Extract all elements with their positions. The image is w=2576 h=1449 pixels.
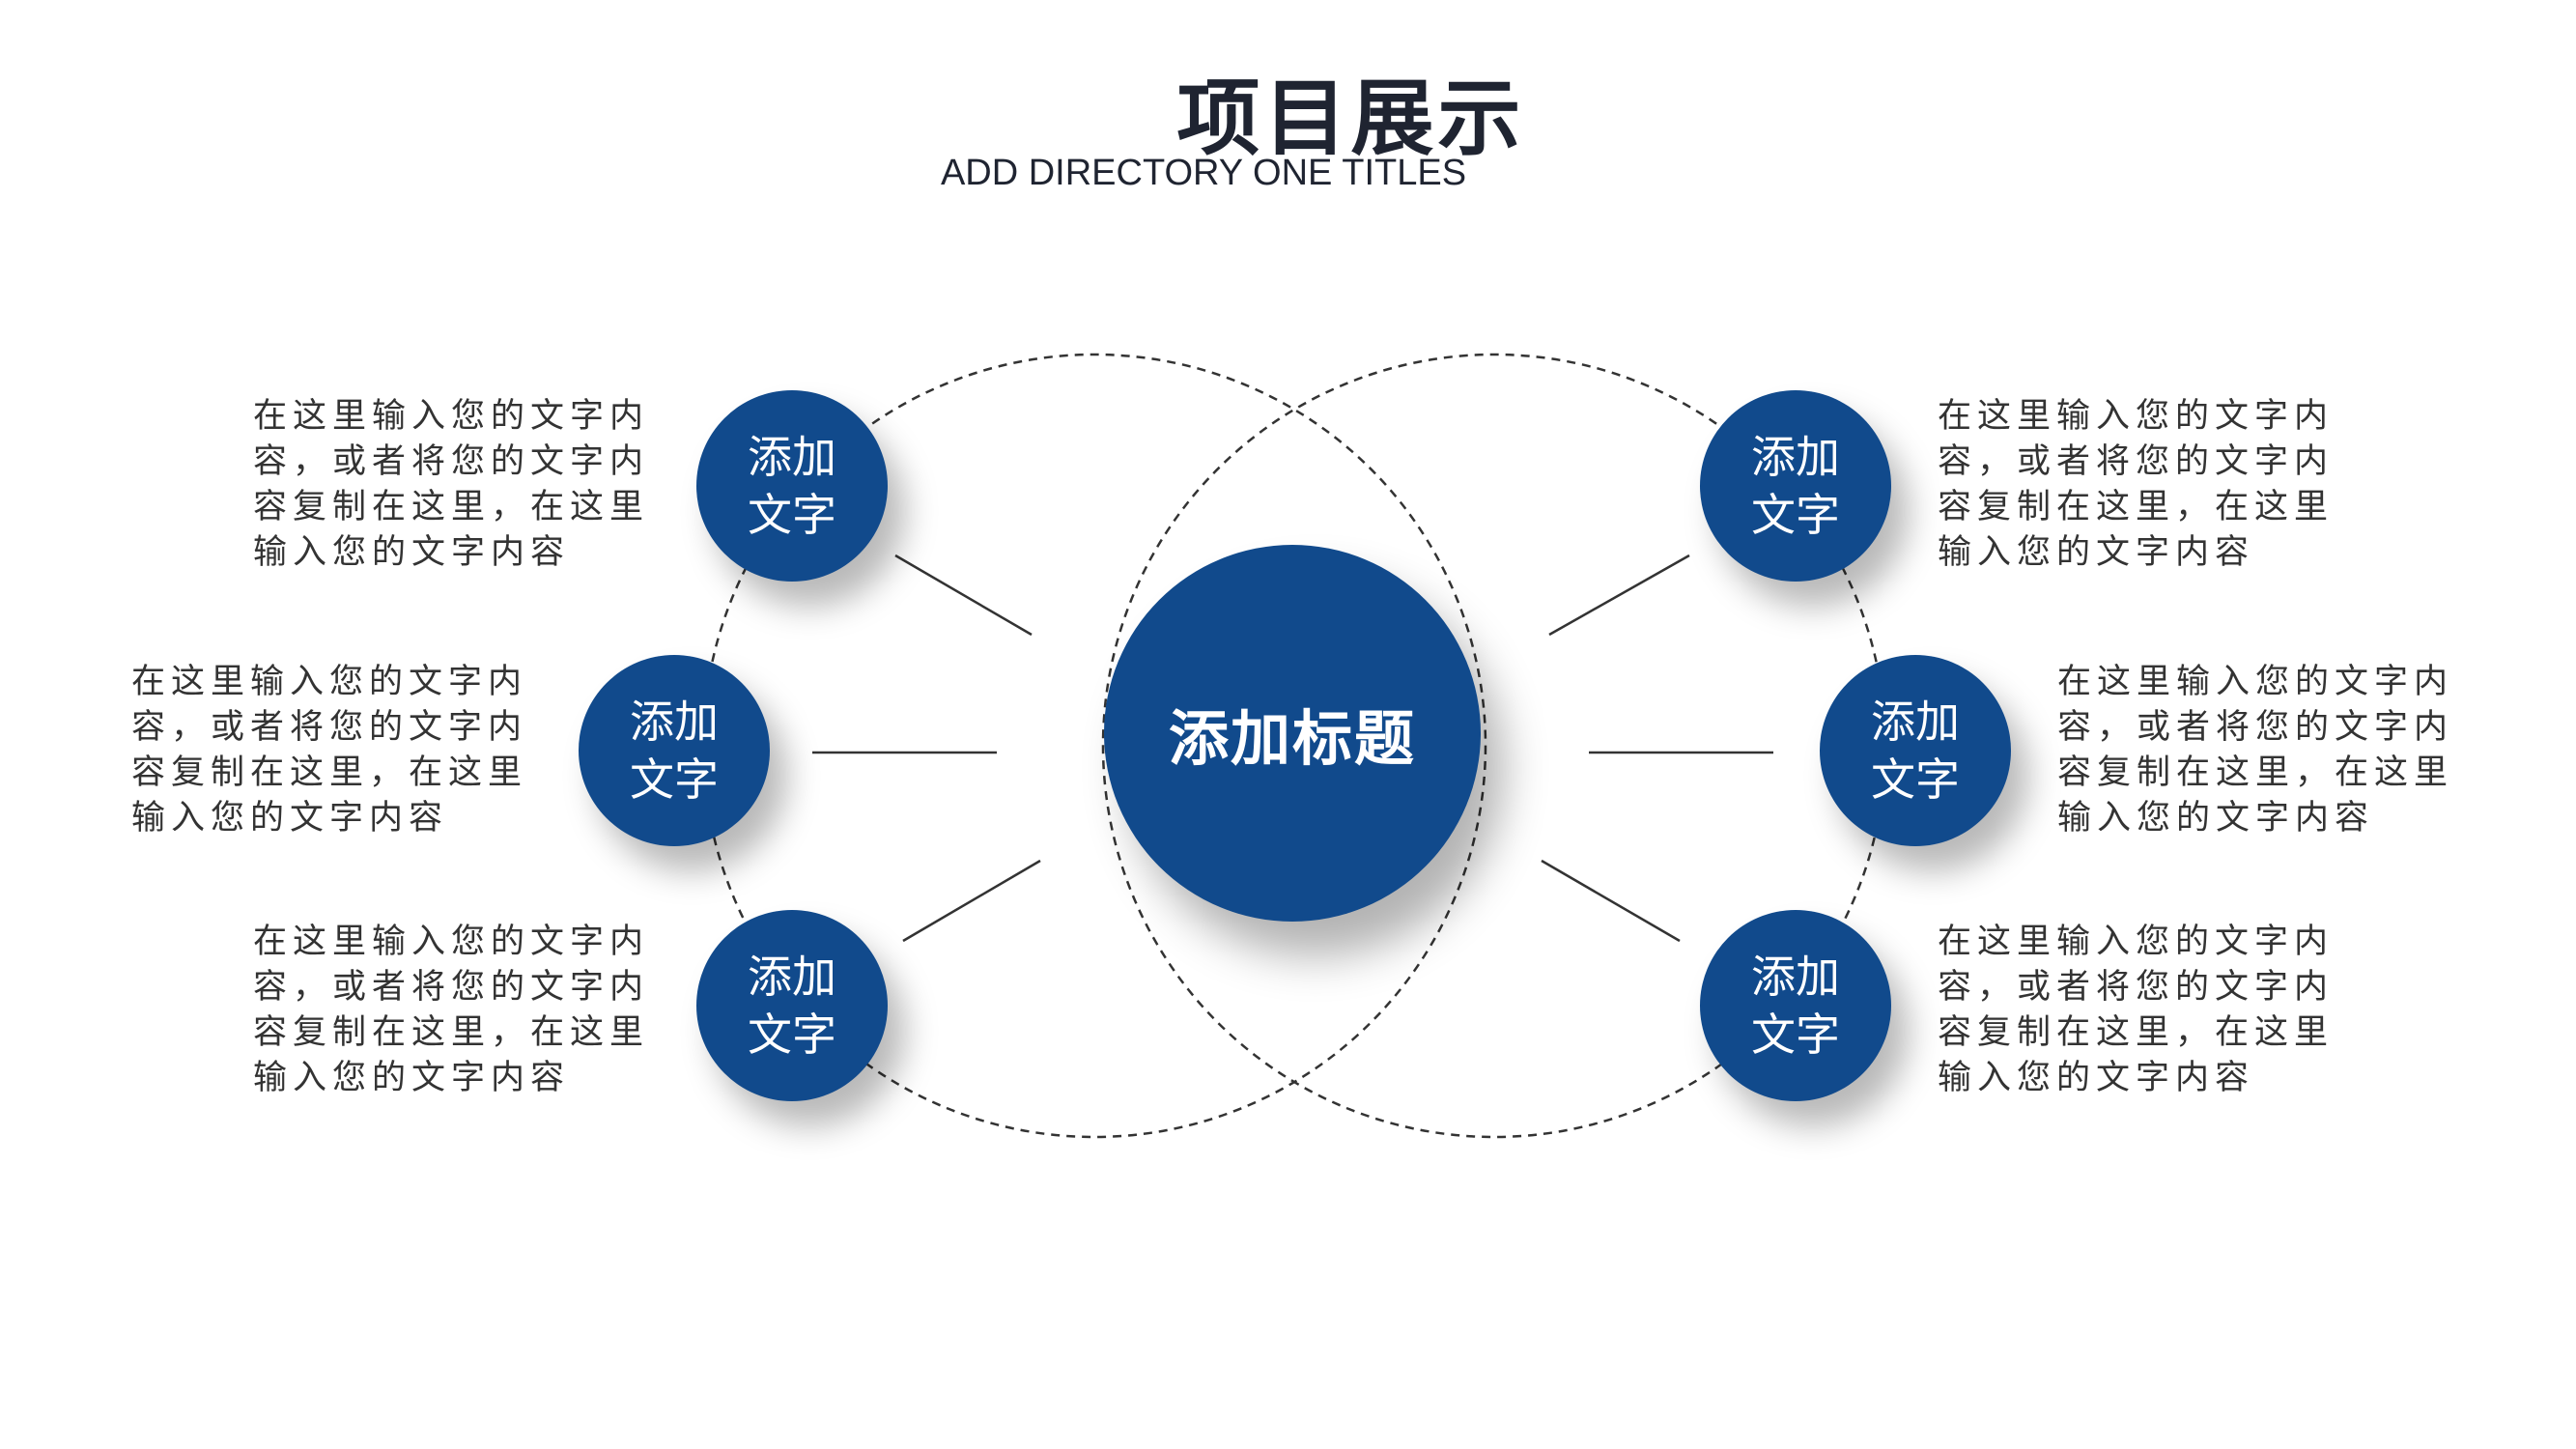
connector-line — [1548, 554, 1690, 637]
satellite-label: 添加文字 — [1871, 696, 1960, 806]
satellite-node-right-top: 添加文字 — [1700, 390, 1891, 582]
page-title: 项目展示 — [1176, 71, 1525, 167]
satellite-label: 添加文字 — [748, 431, 836, 541]
satellite-label: 添加文字 — [748, 951, 836, 1061]
center-topic-node: 添加标题 — [1104, 545, 1481, 922]
connector-line — [894, 554, 1033, 637]
description-text-right-bottom: 在这里输入您的文字内容，或者将您的文字内容复制在这里，在这里输入您的文字内容 — [1938, 923, 2335, 1097]
satellite-node-right-middle: 添加文字 — [1820, 655, 2011, 846]
satellite-label: 添加文字 — [1751, 431, 1840, 541]
description-text-left-top: 在这里输入您的文字内容，或者将您的文字内容复制在这里，在这里输入您的文字内容 — [253, 397, 650, 572]
connector-line — [1541, 859, 1681, 943]
satellite-node-left-middle: 添加文字 — [579, 655, 770, 846]
description-text-right-top: 在这里输入您的文字内容，或者将您的文字内容复制在这里，在这里输入您的文字内容 — [1938, 397, 2335, 572]
page-subtitle: ADD DIRECTORY ONE TITLES — [940, 153, 1467, 193]
center-topic-label: 添加标题 — [1168, 703, 1416, 774]
satellite-label: 添加文字 — [630, 696, 719, 806]
satellite-node-left-bottom: 添加文字 — [696, 910, 888, 1101]
description-text-left-middle: 在这里输入您的文字内容，或者将您的文字内容复制在这里，在这里输入您的文字内容 — [131, 663, 528, 838]
satellite-node-left-top: 添加文字 — [696, 390, 888, 582]
satellite-node-right-bottom: 添加文字 — [1700, 910, 1891, 1101]
connector-line — [902, 859, 1041, 943]
description-text-left-bottom: 在这里输入您的文字内容，或者将您的文字内容复制在这里，在这里输入您的文字内容 — [253, 923, 650, 1097]
satellite-label: 添加文字 — [1751, 951, 1840, 1061]
description-text-right-middle: 在这里输入您的文字内容，或者将您的文字内容复制在这里，在这里输入您的文字内容 — [2057, 663, 2454, 838]
